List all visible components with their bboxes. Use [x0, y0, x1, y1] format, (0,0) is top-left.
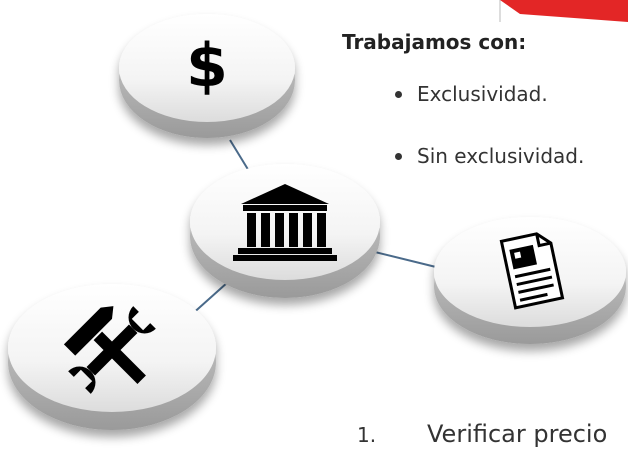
numbered-item: 1. Verificar precio: [357, 420, 607, 448]
connector-tools: [189, 281, 229, 317]
numbered-item-text: Verificar precio: [427, 420, 608, 448]
bullet-item-exclusividad: Exclusividad.: [395, 82, 584, 106]
node-dollar: [119, 14, 295, 138]
heading: Trabajamos con:: [342, 30, 527, 54]
document-icon: [499, 232, 565, 310]
corner-accent: [499, 0, 628, 22]
numbered-item-number: 1.: [357, 423, 377, 447]
bullet-list: Exclusividad. Sin exclusividad.: [395, 82, 584, 206]
connector-document: [374, 251, 441, 269]
node-bank: [190, 164, 380, 298]
bank-building-icon: [233, 184, 337, 261]
bullet-item-sin-exclusividad: Sin exclusividad.: [395, 144, 584, 168]
hammer-wrench-icon: [63, 306, 156, 394]
dollar-icon: $: [186, 31, 228, 101]
